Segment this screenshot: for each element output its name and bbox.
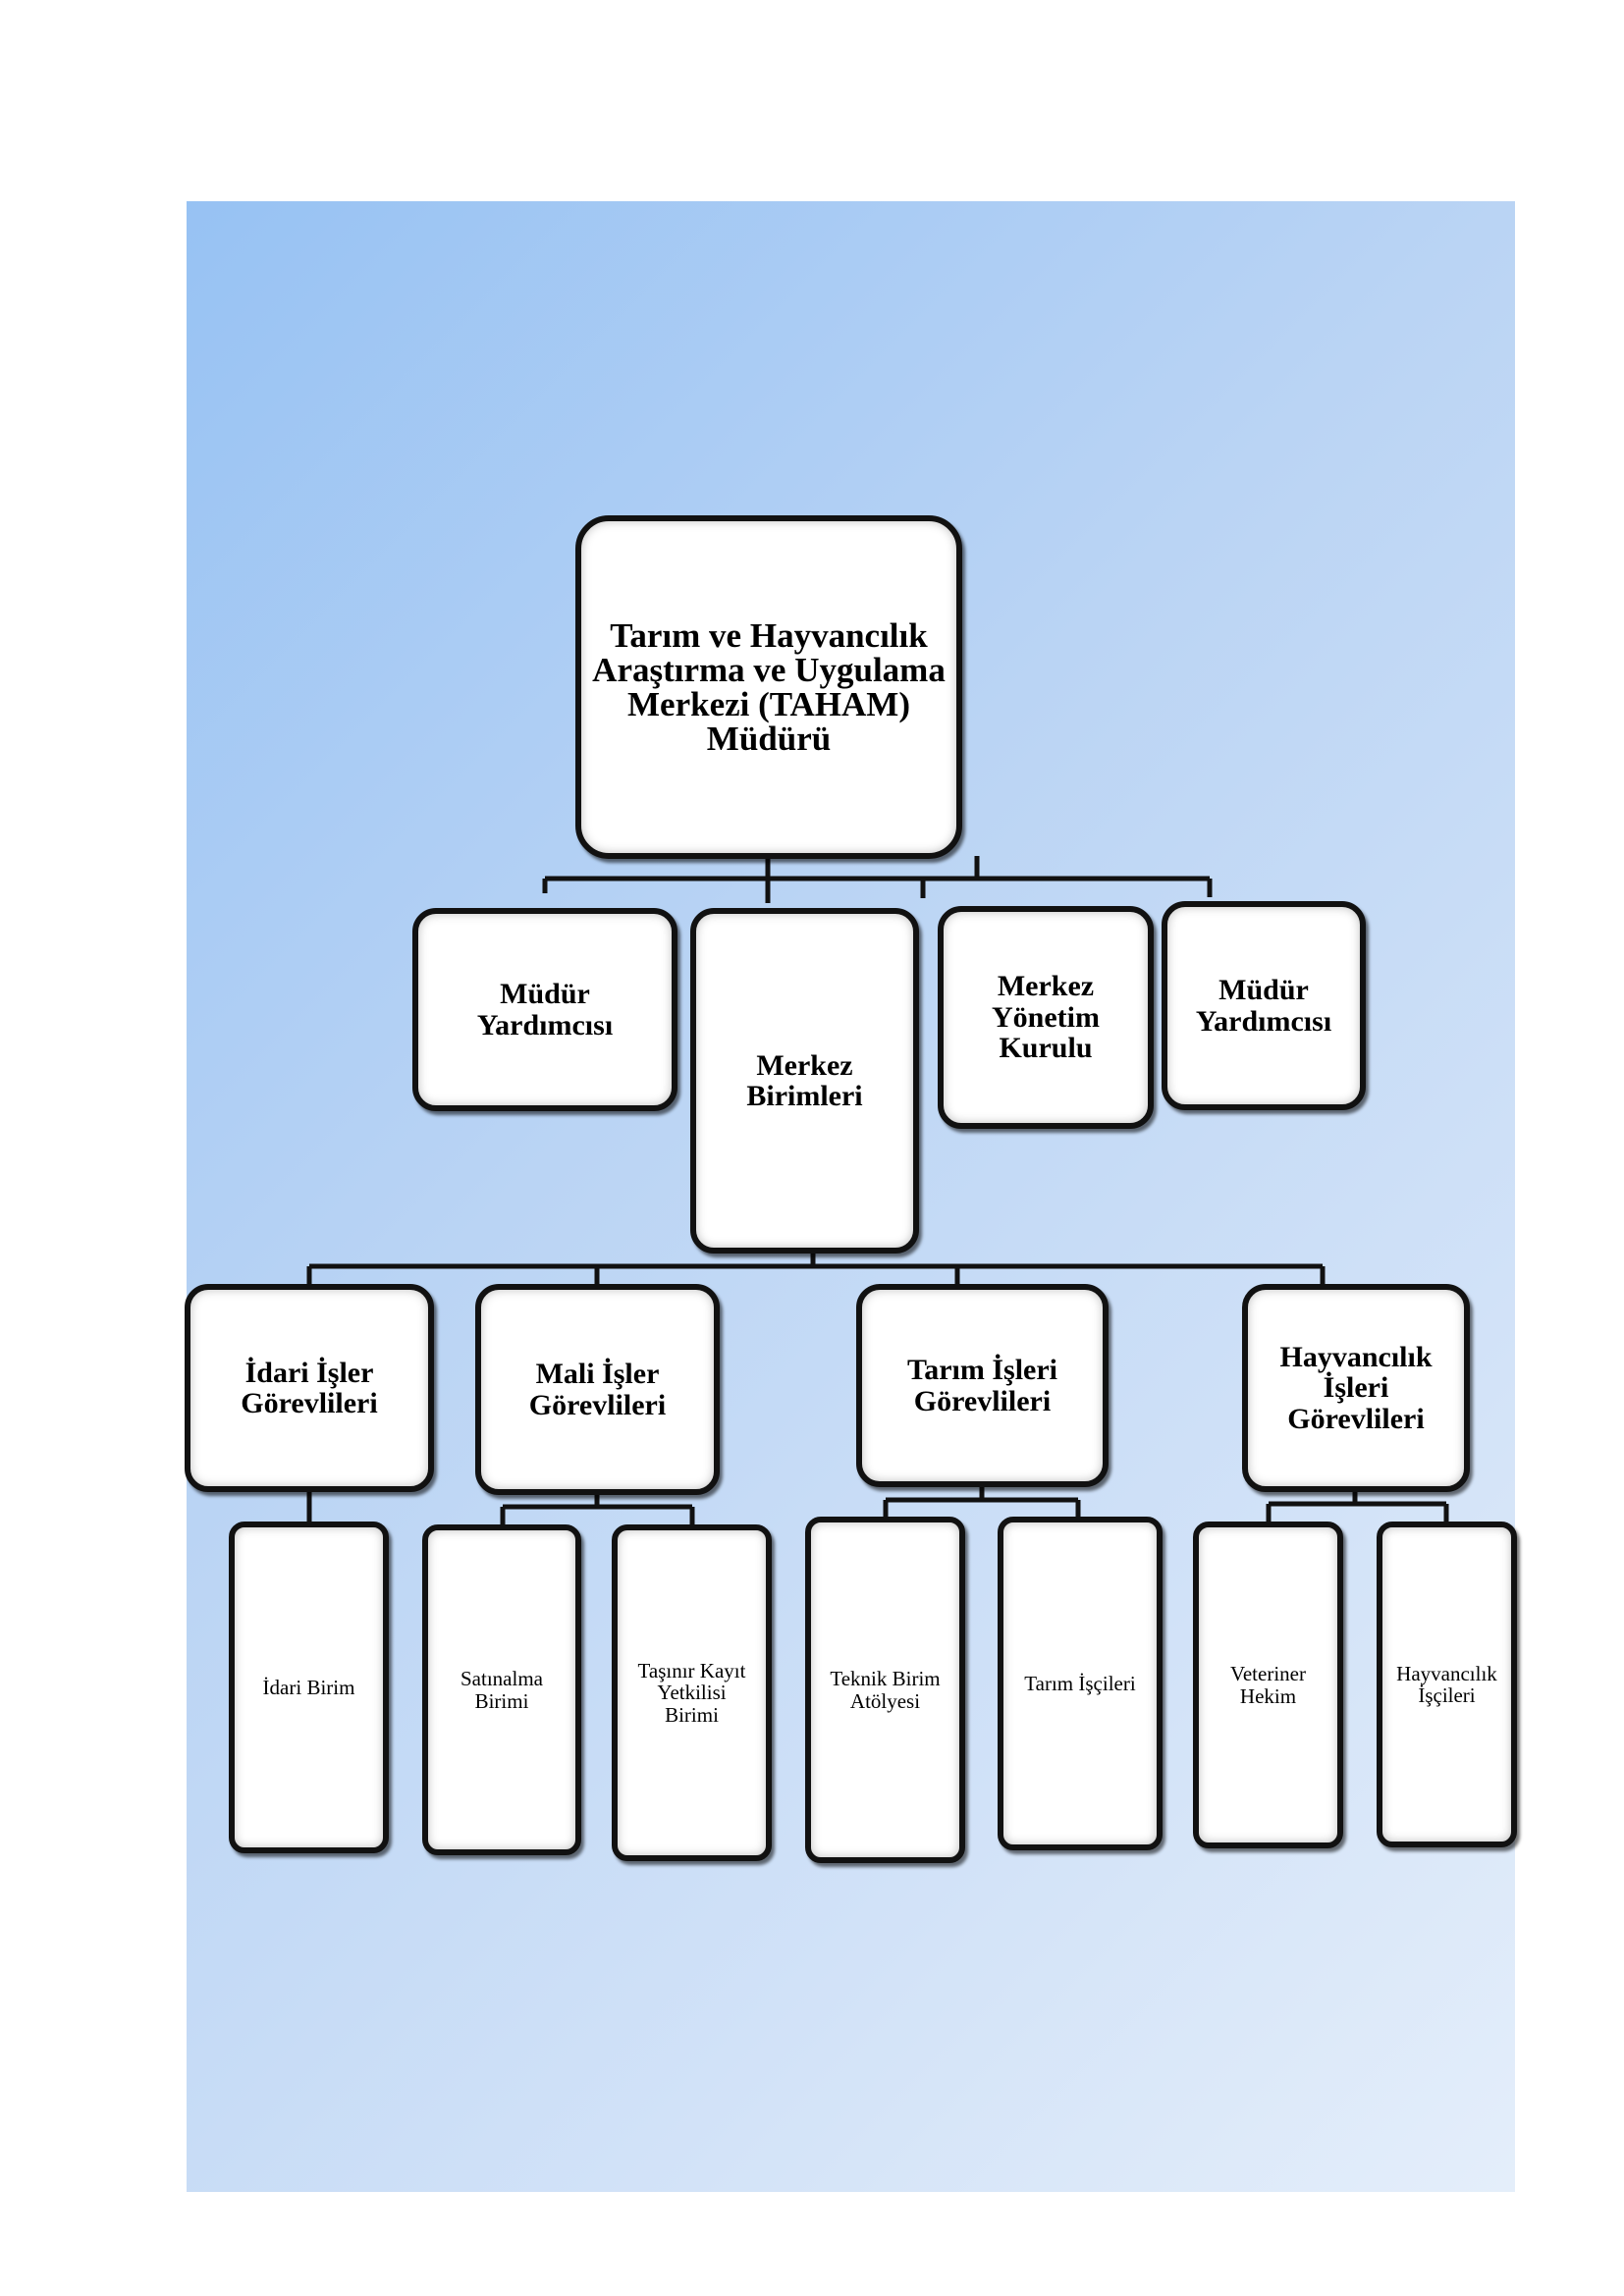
financial-staff-box: Mali İşler Görevlileri [475,1284,720,1495]
administrative-staff-label: İdari İşler Görevlileri [241,1356,378,1419]
connector-merkez-birimleri [306,1249,1326,1284]
agriculture-staff-label: Tarım İşleri Görevlileri [906,1354,1058,1417]
deputy-director-label-1: Müdür Yardımcısı [476,978,614,1041]
deputy-director-label-2: Müdür Yardımcısı [1195,974,1332,1038]
director-label: Tarım ve Hayvancılık Araştırma ve Uygula… [592,616,946,758]
director-box: Tarım ve Hayvancılık Araştırma ve Uygula… [575,515,962,859]
veterinarian-box: Veteriner Hekim [1193,1522,1343,1848]
connector-tarim-isleri [883,1482,1081,1517]
movable-property-unit-box: Taşınır Kayıt Yetkilisi Birimi [612,1524,772,1861]
center-units-label: Merkez Birimleri [746,1048,863,1112]
center-units-box: Merkez Birimleri [690,908,919,1254]
technical-workshop-box: Teknik Birim Atölyesi [805,1517,965,1863]
purchasing-unit-box: Satınalma Birimi [422,1524,581,1855]
administrative-staff-box: İdari İşler Görevlileri [185,1284,434,1492]
agriculture-workers-label: Tarım İşçileri [1024,1671,1136,1695]
livestock-staff-box: Hayvancılık İşleri Görevlileri [1242,1284,1470,1492]
livestock-workers-box: Hayvancılık İşçileri [1377,1522,1517,1847]
administrative-unit-label: İdari Birim [262,1675,355,1699]
connector-mali-isler [500,1490,695,1524]
center-board-box: Merkez Yönetim Kurulu [938,906,1154,1129]
connector-hayvancilik-isleri [1266,1487,1449,1522]
deputy-director-box-1: Müdür Yardımcısı [412,908,677,1111]
center-board-label: Merkez Yönetim Kurulu [992,970,1100,1065]
agriculture-workers-box: Tarım İşçileri [998,1517,1163,1850]
agriculture-staff-box: Tarım İşleri Görevlileri [856,1284,1109,1487]
connector-root [542,852,1213,903]
administrative-unit-box: İdari Birim [229,1522,389,1853]
technical-workshop-label: Teknik Birim Atölyesi [830,1667,941,1713]
financial-staff-label: Mali İşler Görevlileri [528,1358,667,1421]
purchasing-unit-label: Satınalma Birimi [460,1667,543,1713]
movable-property-unit-label: Taşınır Kayıt Yetkilisi Birimi [637,1659,746,1727]
veterinarian-label: Veteriner Hekim [1230,1662,1306,1708]
livestock-workers-label: Hayvancılık İşçileri [1396,1661,1497,1707]
livestock-staff-label: Hayvancılık İşleri Görevlileri [1279,1340,1433,1435]
deputy-director-box-2: Müdür Yardımcısı [1162,901,1366,1110]
